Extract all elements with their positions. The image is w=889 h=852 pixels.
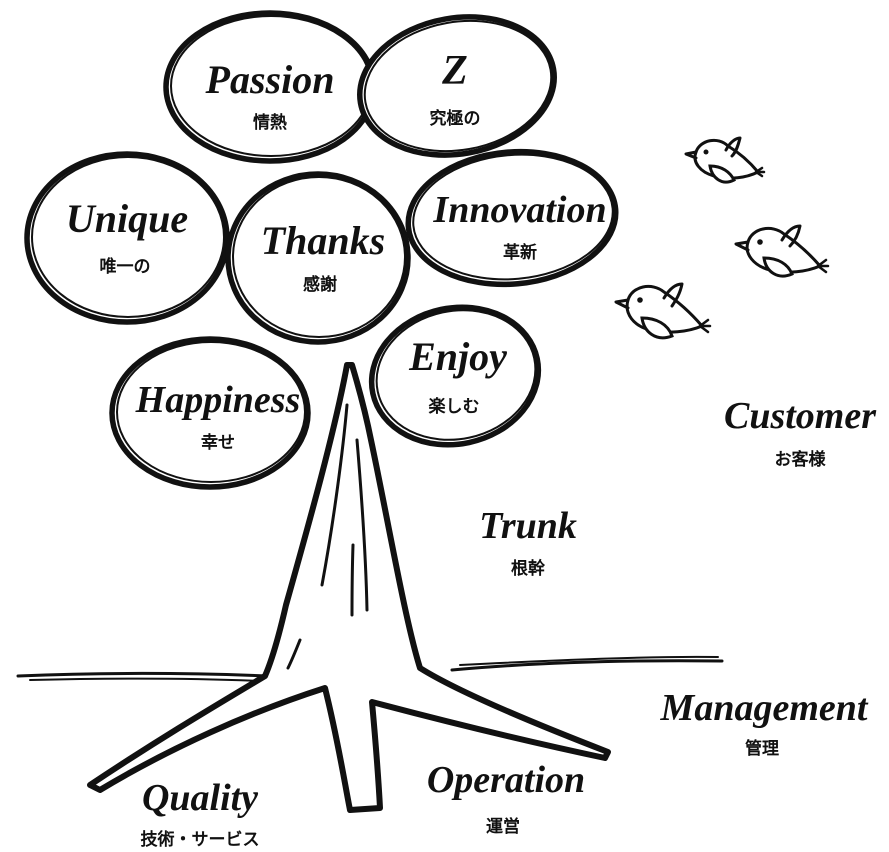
label-operation: Operation 運営 [427, 759, 585, 837]
bubble-happiness-title: Happiness [135, 379, 301, 421]
bubble-unique-title: Unique [66, 196, 188, 241]
bird-icon [614, 282, 712, 340]
bubble-passion-title: Passion [205, 57, 335, 102]
bubble-innovation: Innovation 革新 [405, 148, 619, 288]
label-trunk: Trunk 根幹 [479, 505, 577, 579]
bubble-innovation-title: Innovation [432, 189, 606, 231]
bubble-z-subtitle: 究極の [430, 108, 481, 129]
bubble-z: Z 究極の [357, 14, 557, 158]
bubble-passion-subtitle: 情熱 [253, 112, 287, 133]
bubble-thanks: Thanks 感謝 [225, 171, 411, 345]
bubble-enjoy-title: Enjoy [408, 334, 507, 379]
bubble-thanks-subtitle: 感謝 [303, 274, 337, 295]
label-trunk-subtitle: 根幹 [511, 558, 546, 579]
label-quality: Quality 技術・サービス [141, 777, 260, 850]
ground-line [16, 655, 724, 682]
bubble-happiness: Happiness 幸せ [109, 336, 311, 490]
label-operation-title: Operation [427, 759, 585, 801]
label-operation-subtitle: 運営 [486, 816, 520, 837]
label-quality-title: Quality [142, 777, 258, 819]
bubble-z-title: Z [441, 48, 468, 94]
label-customer-title: Customer [724, 395, 877, 437]
bubble-enjoy: Enjoy 楽しむ [368, 304, 542, 448]
bird-icon [734, 224, 830, 278]
bubble-innovation-subtitle: 革新 [503, 242, 537, 263]
bubble-enjoy-subtitle: 楽しむ [429, 396, 480, 417]
label-management-subtitle: 管理 [745, 738, 779, 759]
label-customer-subtitle: お客様 [775, 449, 827, 470]
label-management: Management 管理 [660, 687, 869, 759]
label-quality-subtitle: 技術・サービス [141, 829, 260, 850]
bubble-thanks-title: Thanks [261, 218, 386, 263]
bubble-unique-subtitle: 唯一の [100, 256, 151, 277]
tree-trunk [87, 362, 611, 813]
label-management-title: Management [660, 687, 869, 729]
bubble-passion: Passion 情熱 [163, 10, 377, 164]
label-customer: Customer お客様 [724, 395, 877, 470]
label-trunk-title: Trunk [479, 505, 577, 547]
bubble-happiness-subtitle: 幸せ [201, 432, 235, 453]
bird-icon [684, 136, 766, 184]
bubble-unique: Unique 唯一の [24, 151, 230, 325]
